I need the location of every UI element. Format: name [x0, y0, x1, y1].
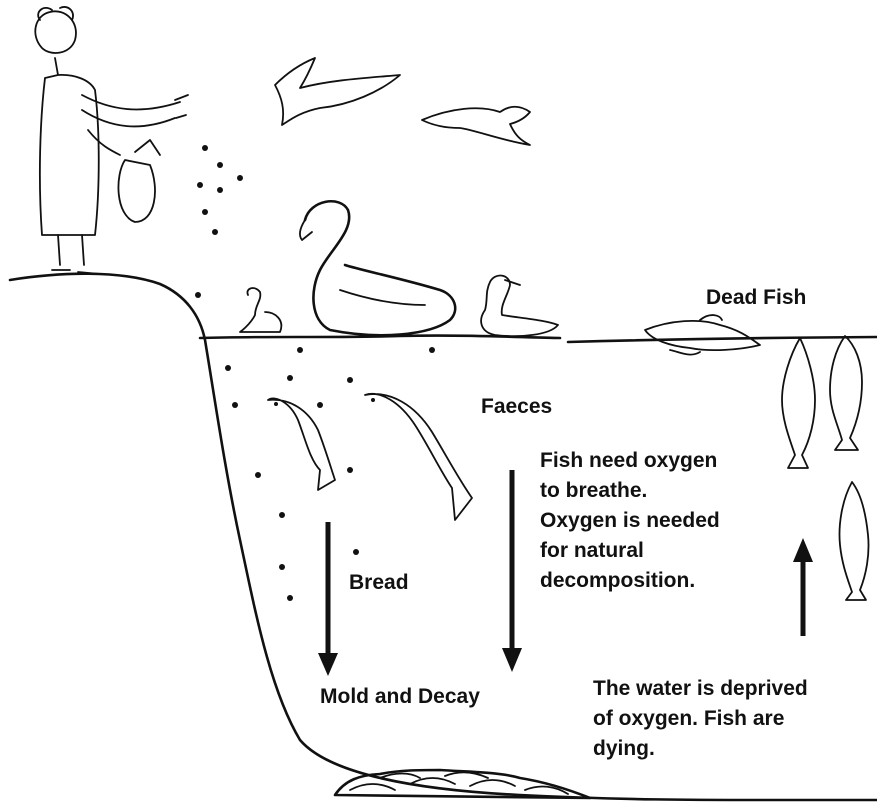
- fish-rising-up-arrow: [793, 538, 813, 636]
- swan-icon: [300, 201, 455, 335]
- oxygen-note-line: to breathe.: [540, 476, 720, 506]
- duck-icon: [481, 276, 558, 337]
- dying-fish-icon: [840, 482, 869, 600]
- oxygen-note-line: Fish need oxygen: [540, 446, 720, 476]
- decay-pile-icon: [335, 770, 590, 798]
- water-surface-line-right: [568, 337, 877, 342]
- faeces-label: Faeces: [481, 392, 552, 422]
- oxygen-note-line: decomposition.: [540, 566, 720, 596]
- faeces-down-arrow: [502, 470, 522, 672]
- person-feeding-icon: [35, 7, 188, 274]
- bread-crumbs: [195, 145, 435, 601]
- dead-fish-hanging-icon: [782, 338, 815, 468]
- gull-icon: [275, 58, 400, 125]
- dead-fish-hanging-icon: [830, 336, 862, 450]
- dead-fish-floating-icon: [645, 315, 760, 355]
- gull-icon: [422, 107, 530, 145]
- oxygen-note: Fish need oxygen to breathe. Oxygen is n…: [540, 446, 720, 596]
- fish-icon: [365, 394, 472, 520]
- deprived-note-line: The water is deprived: [593, 674, 808, 704]
- deprived-note-line: dying.: [593, 734, 808, 764]
- oxygen-note-line: for natural: [540, 536, 720, 566]
- bread-label: Bread: [349, 568, 409, 598]
- fish-icon: [268, 398, 335, 490]
- duck-icon: [240, 288, 281, 332]
- deprived-note-line: of oxygen. Fish are: [593, 704, 808, 734]
- mold-decay-label: Mold and Decay: [320, 682, 480, 712]
- bread-down-arrow: [318, 522, 338, 676]
- deprived-note: The water is deprived of oxygen. Fish ar…: [593, 674, 808, 764]
- dead-fish-label: Dead Fish: [706, 283, 806, 313]
- oxygen-note-line: Oxygen is needed: [540, 506, 720, 536]
